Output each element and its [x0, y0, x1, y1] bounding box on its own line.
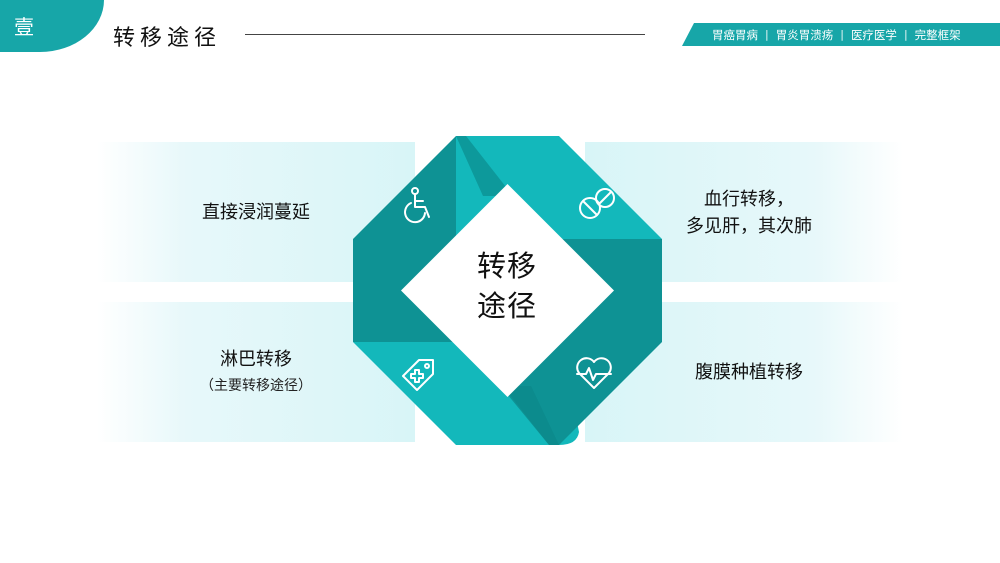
page-title: 转移途径: [113, 26, 222, 51]
panel-peritoneal-text: 腹膜种植转移: [695, 362, 803, 383]
center-label: 转移 途径: [457, 246, 557, 326]
title-divider: [245, 34, 645, 35]
ribbon-item: 胃癌胃病: [712, 27, 758, 42]
center-diamond: [401, 184, 614, 397]
heart-pulse-icon: [576, 357, 612, 389]
section-badge: 壹: [14, 15, 34, 39]
panel-lymphatic-text: 淋巴转移 （主要转移途径）: [97, 346, 415, 400]
panel-hematogenous-line2: 多见肝，其次肺: [686, 216, 812, 237]
center-label-line1: 转移: [476, 249, 537, 283]
ribbon-item: 完整框架: [914, 27, 961, 42]
ribbon-separator: |: [903, 28, 908, 41]
ribbon-item: 医疗医学: [850, 27, 897, 42]
panel-direct-invasion-text: 直接浸润蔓延: [202, 202, 310, 223]
panel-lymphatic-line1: 淋巴转移: [220, 349, 292, 370]
wheelchair-icon: [404, 187, 430, 224]
header-ribbon: 胃癌胃病 | 胃炎胃溃疡 | 医疗医学 | 完整框架: [682, 23, 1000, 46]
price-tag-medical-icon: [402, 359, 434, 391]
pills-icon: [579, 188, 615, 219]
panel-lymphatic-line2: （主要转移途径）: [200, 378, 312, 394]
panel-hematogenous-line1: 血行转移，: [704, 189, 794, 210]
center-octagon: [353, 136, 662, 445]
panel-direct-invasion: 直接浸润蔓延: [97, 142, 415, 282]
ribbon-separator: |: [765, 28, 769, 41]
ribbon-item: 胃炎胃溃疡: [775, 27, 834, 42]
fold-shadow-bottom: [503, 386, 559, 445]
ribbon-separator: |: [840, 28, 844, 41]
corner-tab: 壹: [0, 0, 104, 52]
fold-shadow-top: [456, 136, 513, 196]
panel-hematogenous-text: 血行转移， 多见肝，其次肺: [595, 186, 903, 240]
center-label-line2: 途径: [476, 289, 537, 323]
